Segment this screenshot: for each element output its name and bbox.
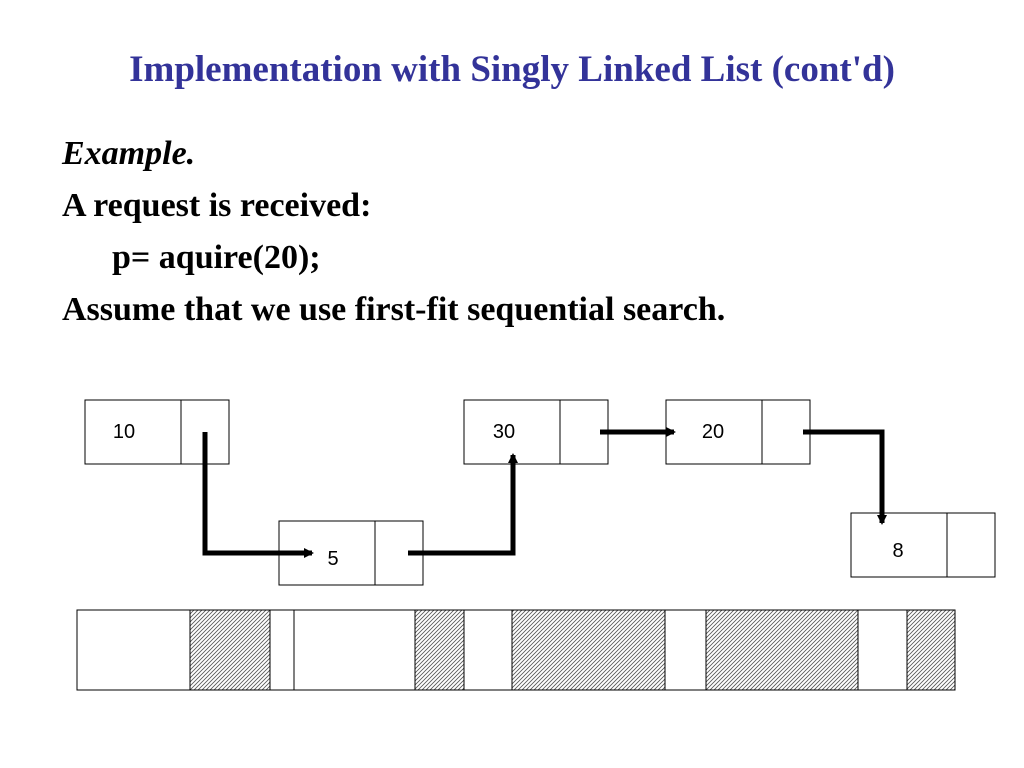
- memory-block-allocated: [511, 609, 666, 691]
- memory-block-free: [293, 609, 416, 691]
- link-arrow-5-to-30: [408, 453, 518, 556]
- memory-block-free: [269, 609, 295, 691]
- memory-block-allocated: [414, 609, 465, 691]
- link-arrow-10-to-5: [202, 432, 314, 558]
- node-value: 20: [702, 421, 724, 443]
- assumption-text: Assume that we use first-fit sequential …: [62, 291, 726, 328]
- list-node-8: 8: [850, 512, 996, 578]
- node-value: 5: [327, 548, 338, 570]
- memory-block-free: [857, 609, 908, 691]
- memory-block-free: [76, 609, 191, 691]
- code-line: p= aquire(20);: [112, 239, 321, 276]
- memory-block-free: [463, 609, 513, 691]
- memory-block-allocated: [906, 609, 956, 691]
- node-value: 8: [892, 540, 903, 562]
- example-label: Example.: [62, 135, 196, 172]
- memory-block-allocated: [705, 609, 859, 691]
- list-node-10: 10: [84, 399, 230, 465]
- link-arrow-20-to-8: [803, 429, 887, 525]
- memory-block-allocated: [189, 609, 271, 691]
- node-value: 30: [493, 421, 515, 443]
- memory-block-free: [664, 609, 707, 691]
- node-value: 10: [113, 421, 135, 443]
- page-title: Implementation with Singly Linked List (…: [129, 49, 895, 90]
- request-text: A request is received:: [62, 187, 372, 224]
- list-node-30: 30: [463, 399, 609, 465]
- memory-bar: [76, 609, 956, 691]
- list-node-20: 20: [665, 399, 811, 465]
